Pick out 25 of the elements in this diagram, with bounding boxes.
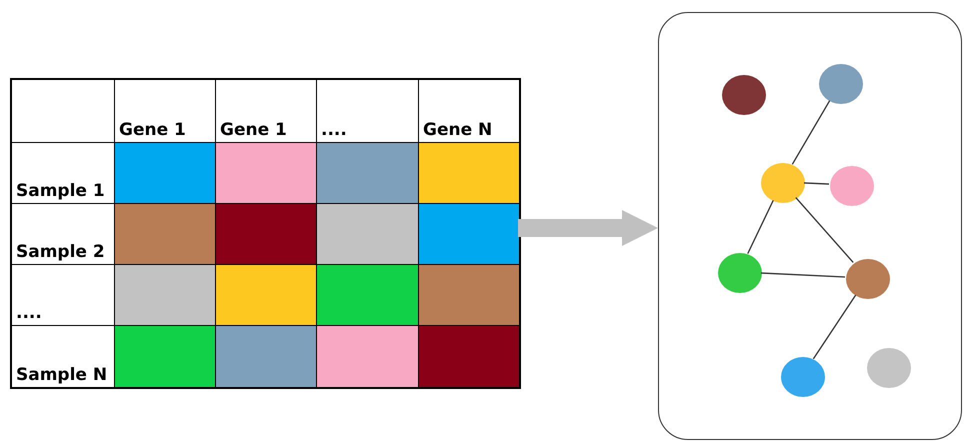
row-header: Sample 2 [15, 242, 105, 264]
column-header: Gene 1 [118, 120, 186, 142]
network-edge [747, 200, 774, 254]
column-header: .... [320, 120, 347, 142]
network-node [722, 75, 766, 115]
network-node [867, 348, 911, 388]
network-edge [760, 272, 846, 278]
network-node [781, 357, 825, 397]
block-arrow [518, 210, 658, 246]
row-header: .... [15, 303, 42, 325]
network-node [761, 163, 805, 203]
network-edge [795, 197, 854, 263]
data-table [10, 78, 521, 389]
network-node [819, 64, 863, 104]
network-edge [792, 100, 830, 165]
column-header: Gene N [422, 120, 492, 142]
network-edge [812, 294, 856, 360]
network-node [830, 166, 874, 206]
row-header: Sample 1 [15, 181, 105, 203]
network-node [718, 253, 762, 293]
row-header: Sample N [15, 365, 108, 387]
network-panel [658, 12, 962, 440]
network-edge [804, 182, 830, 185]
network-node [846, 259, 890, 299]
column-header: Gene 1 [219, 120, 287, 142]
